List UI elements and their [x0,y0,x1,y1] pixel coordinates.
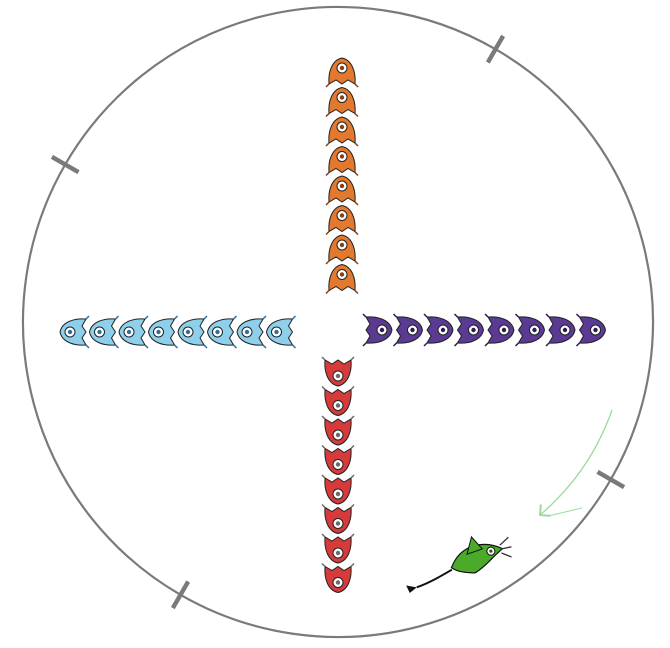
blue-creature-1 [59,315,90,349]
blue-creature-2 [88,315,120,349]
purple-creature-3 [423,313,454,347]
orange-creature-8 [325,263,359,295]
purple-creature-2 [392,313,424,347]
ring-arc-bottom [179,469,626,639]
orange-creature-2 [325,86,359,118]
orange-creature-4 [325,145,359,177]
purple-creature-1 [362,313,393,347]
purple-creature-5 [484,313,515,347]
red-creature-7 [321,533,355,564]
ring-arc-right [485,34,655,481]
ring [21,5,655,639]
blue-creature-8 [265,315,297,349]
blue-creature-4 [147,315,179,349]
ring-arc-left [21,163,191,610]
orange-creature-7 [325,234,359,265]
ship-tail-tip [406,585,417,593]
red-creature-6 [321,503,355,535]
orange-creature-6 [325,204,359,236]
red-creature-5 [321,474,355,505]
red-creature-3 [321,415,355,446]
blue-creature-3 [118,315,149,349]
orange-creature-1 [325,57,359,88]
red-creature-2 [321,385,355,417]
purple-creature-4 [453,313,485,347]
purple-creature-7 [545,313,576,347]
purple-creature-8 [575,313,607,347]
ring-arc-top [50,5,497,175]
trajectory-arrow-secondary [547,507,583,517]
purple-creature-6 [514,313,546,347]
blue-creature-5 [177,315,208,349]
green-flyer [406,535,512,593]
ship-tail [416,568,453,589]
orange-creature-5 [325,175,359,206]
red-creature-8 [321,562,355,594]
blue-creature-7 [236,315,267,349]
player-ship [406,535,512,593]
red-creature-4 [321,444,355,476]
creature-formation [59,57,613,594]
red-creature-1 [321,356,355,387]
orange-creature-3 [325,116,359,147]
trajectory-arrow [540,409,613,515]
blue-creature-6 [206,315,238,349]
